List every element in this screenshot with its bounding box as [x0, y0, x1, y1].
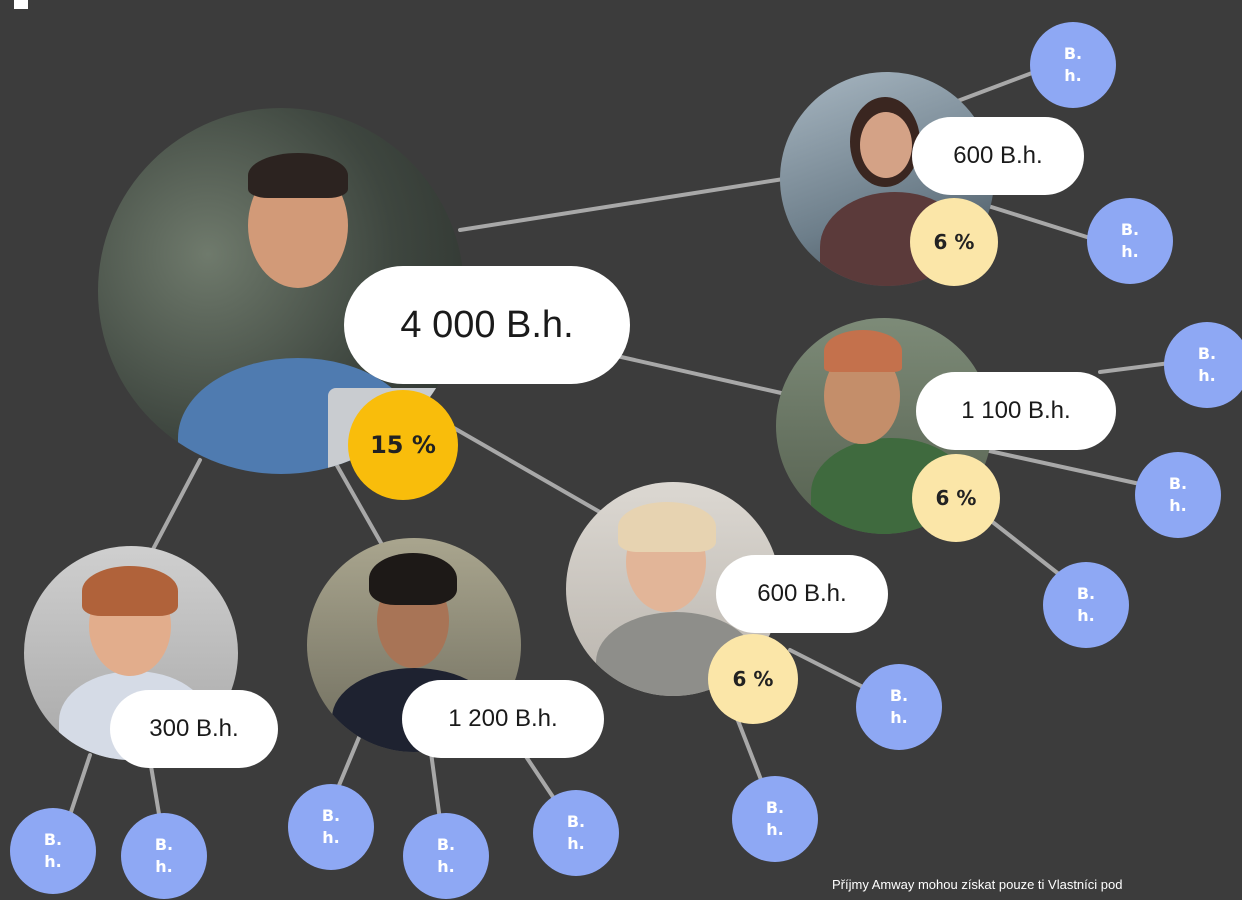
bh-node: B.h. [1164, 322, 1242, 408]
member-photo-center [566, 482, 780, 696]
bh-node-label: B.h. [1120, 220, 1140, 261]
connector-line [148, 458, 202, 557]
connector-line [983, 448, 1142, 486]
bh-node-label: B.h. [1168, 474, 1188, 515]
bh-node: B.h. [10, 808, 96, 894]
bh-node-label: B.h. [765, 798, 785, 839]
connector-line [788, 648, 867, 690]
member-percent-badge: 6 % [912, 454, 1000, 542]
connector-line [1098, 361, 1172, 374]
bh-node: B.h. [1043, 562, 1129, 648]
bh-node: B.h. [732, 776, 818, 862]
bh-node: B.h. [1087, 198, 1173, 284]
bh-node: B.h. [856, 664, 942, 750]
member-volume-label: 1 200 B.h. [402, 680, 604, 758]
connector-line [988, 518, 1062, 577]
bh-node-label: B.h. [1197, 344, 1217, 385]
member-percent-badge: 6 % [910, 198, 998, 286]
connector-line [523, 753, 557, 802]
connector-line [333, 460, 387, 552]
bh-node-label: B.h. [1076, 584, 1096, 625]
bh-node-label: B.h. [154, 835, 174, 876]
bh-node: B.h. [121, 813, 207, 899]
bh-node: B.h. [1135, 452, 1221, 538]
bh-node: B.h. [288, 784, 374, 870]
member-percent-badge: 6 % [708, 634, 798, 724]
main-volume-label: 4 000 B.h. [344, 266, 630, 384]
connector-line [458, 176, 792, 232]
bh-node: B.h. [1030, 22, 1116, 108]
bh-node-label: B.h. [436, 835, 456, 876]
member-volume-label: 300 B.h. [110, 690, 278, 768]
bh-node: B.h. [533, 790, 619, 876]
bh-node-label: B.h. [566, 812, 586, 853]
bh-node-label: B.h. [321, 806, 341, 847]
connector-line [588, 348, 792, 397]
main-percent-badge: 15 % [348, 390, 458, 500]
member-volume-label: 600 B.h. [912, 117, 1084, 195]
disclaimer-text: Příjmy Amway mohou získat pouze ti Vlast… [832, 877, 1123, 892]
bh-node-label: B.h. [889, 686, 909, 727]
bh-node: B.h. [403, 813, 489, 899]
connector-line [983, 203, 1092, 240]
corner-mark [14, 0, 28, 9]
connector-line [148, 758, 162, 822]
bh-node-label: B.h. [1063, 44, 1083, 85]
bh-node-label: B.h. [43, 830, 63, 871]
member-volume-label: 1 100 B.h. [916, 372, 1116, 450]
member-volume-label: 600 B.h. [716, 555, 888, 633]
connector-line [428, 743, 442, 822]
